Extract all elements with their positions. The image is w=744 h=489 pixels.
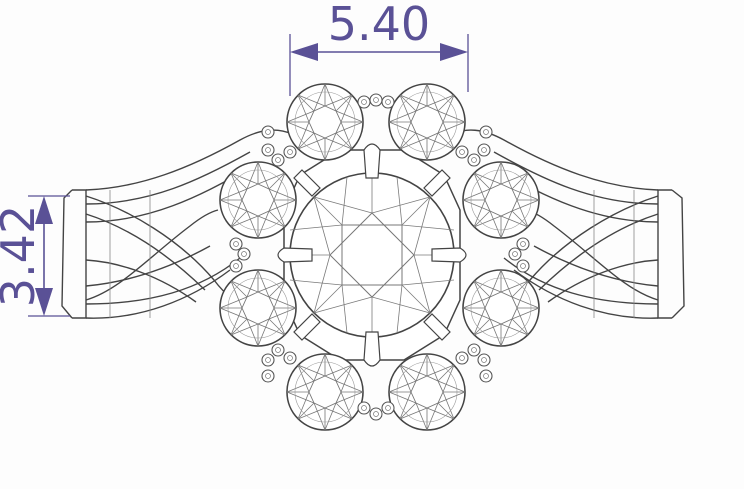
halo-stone-top-left — [286, 83, 364, 161]
halo-stone-bottom-right — [388, 353, 466, 431]
halo-stone-upper-left — [219, 161, 297, 239]
width-dimension: 5.40 — [289, 0, 469, 96]
arrow-down-icon — [35, 288, 53, 316]
halo-stone-top-right — [388, 83, 466, 161]
halo-stone-bottom-left — [286, 353, 364, 431]
halo-stone-lower-right — [462, 269, 540, 347]
arrow-right-icon — [440, 43, 468, 61]
height-dimension: 3.42 — [0, 195, 70, 317]
center-stone — [289, 172, 455, 338]
halo-stone-lower-left — [219, 269, 297, 347]
height-dimension-label: 3.42 — [0, 205, 45, 307]
center-setting — [277, 143, 467, 367]
halo-stone-upper-right — [462, 161, 540, 239]
width-dimension-label: 5.40 — [328, 0, 430, 51]
arrow-up-icon — [35, 196, 53, 224]
arrow-left-icon — [290, 43, 318, 61]
